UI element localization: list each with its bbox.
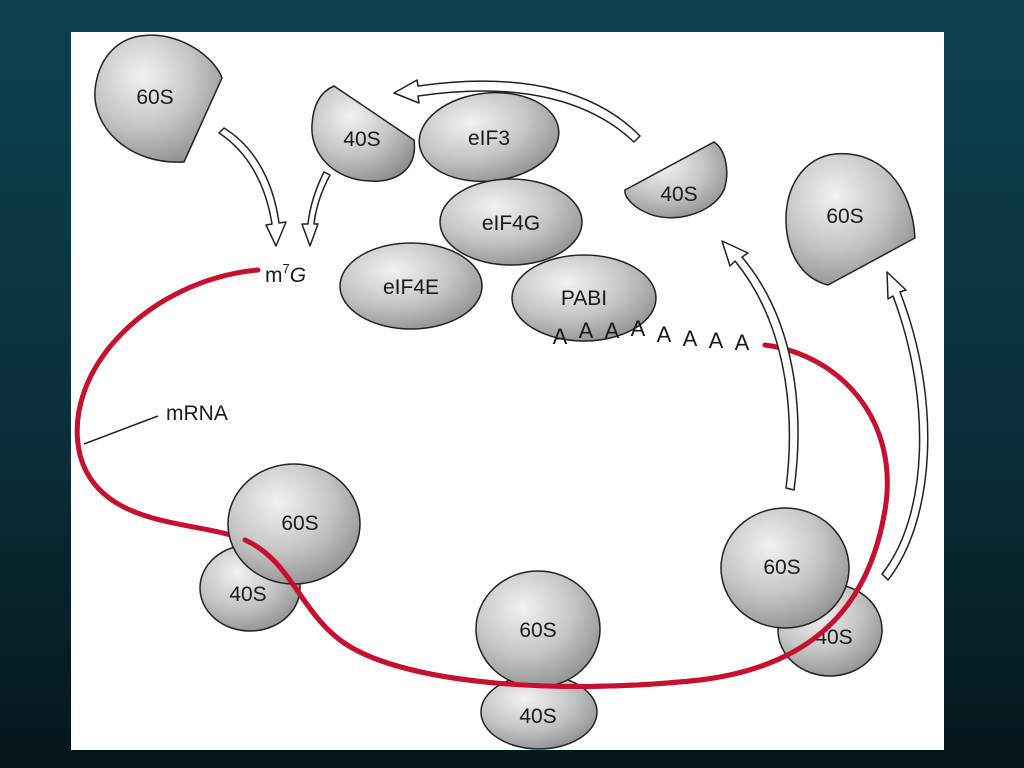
polya-letter: A xyxy=(579,318,594,343)
ribosome-left: 60S 40S xyxy=(199,463,361,632)
eif3-factor: eIF3 xyxy=(418,91,560,183)
arrows xyxy=(218,79,929,581)
eif4e-factor: eIF4E xyxy=(339,242,483,330)
ribosome-right-40s-label: 40S xyxy=(815,626,852,649)
polya-letter: A xyxy=(683,326,698,351)
ribosome-bottom-40s-label: 40S xyxy=(519,705,556,728)
polya-letter: A xyxy=(735,330,750,355)
eif4e-label: eIF4E xyxy=(383,276,439,299)
polya-letter: A xyxy=(631,316,646,341)
arrow-release-40s xyxy=(721,240,799,491)
arrow-60s-to-cap xyxy=(218,127,287,247)
arrow-release-60s xyxy=(881,271,929,581)
free-60s-subunit-left: 60S xyxy=(94,34,223,163)
ribosome-left-40s-label: 40S xyxy=(229,583,266,606)
eif3-label: eIF3 xyxy=(468,127,510,150)
arrow-40s-to-cap xyxy=(301,171,331,247)
ribosome-bottom-60s-label: 60S xyxy=(519,619,556,642)
free-60s-subunit-right: 60S xyxy=(785,153,916,286)
pabi-label: PABI xyxy=(561,287,607,310)
free-40s-subunit-top: 40S xyxy=(311,85,416,182)
free-40s-subunit-right: 40S xyxy=(624,141,728,219)
mrna-strand-front xyxy=(242,507,888,689)
free-40s-label-top: 40S xyxy=(343,128,380,151)
mrna-leader-line xyxy=(83,415,159,445)
free-40s-label-right: 40S xyxy=(660,183,697,206)
eif4g-label: eIF4G xyxy=(482,212,540,235)
free-60s-label-left: 60S xyxy=(136,86,173,109)
polya-letter: A xyxy=(657,322,672,347)
free-60s-label-right: 60S xyxy=(826,205,863,228)
arrow-recycle-40s-top xyxy=(393,79,641,143)
mrna-label: mRNA xyxy=(166,402,228,425)
ribosome-left-60s-label: 60S xyxy=(281,512,318,535)
ribosome-bottom: 60S 40S xyxy=(475,570,601,750)
polya-letter: A xyxy=(709,328,724,353)
polya-letter: A xyxy=(605,318,620,343)
polya-letter: A xyxy=(553,324,568,349)
pabi-factor: PABI xyxy=(511,254,657,342)
cap-label: m7G xyxy=(265,261,306,287)
ribosome-right-60s-label: 60S xyxy=(763,556,800,579)
eif4g-factor: eIF4G xyxy=(439,178,583,266)
